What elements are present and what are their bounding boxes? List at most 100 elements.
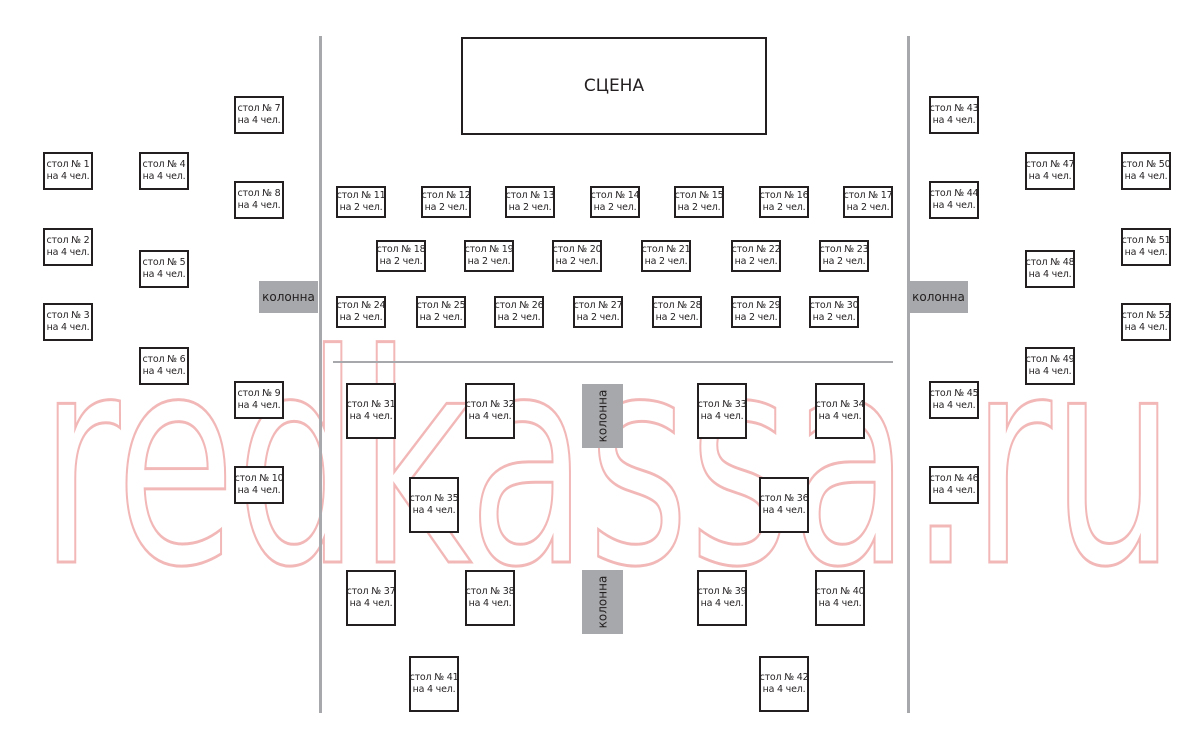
table-seats: на 4 чел. (818, 598, 862, 609)
column-center-top: колонна (582, 384, 623, 448)
stage: СЦЕНА (461, 37, 767, 135)
table-number: стол № 21 (641, 244, 691, 255)
table-number: стол № 27 (573, 300, 623, 311)
table-seats: на 4 чел. (412, 505, 456, 516)
table-number: стол № 36 (759, 493, 809, 504)
table-number: стол № 26 (494, 300, 544, 311)
table-seats: на 2 чел. (655, 312, 699, 323)
table-seats: на 4 чел. (762, 505, 806, 516)
table-number: стол № 4 (142, 159, 186, 170)
table-number: стол № 28 (652, 300, 702, 311)
divider-line (333, 361, 893, 363)
column-label: колонна (595, 575, 610, 629)
table-seats: на 4 чел. (349, 411, 393, 422)
table-number: стол № 42 (759, 672, 809, 683)
table-seats: на 2 чел. (339, 202, 383, 213)
table-seats: на 4 чел. (46, 247, 90, 258)
table-number: стол № 19 (464, 244, 514, 255)
table-seats: на 2 чел. (822, 256, 866, 267)
table-seats: на 4 чел. (237, 400, 281, 411)
column-center-bottom: колонна (582, 570, 623, 634)
table-number: стол № 22 (731, 244, 781, 255)
table-number: стол № 1 (46, 159, 90, 170)
table-seats: на 4 чел. (762, 684, 806, 695)
column-label: колонна (912, 290, 965, 304)
table-number: стол № 32 (465, 399, 515, 410)
table-seats: на 4 чел. (1124, 247, 1168, 258)
table-number: стол № 48 (1025, 257, 1075, 268)
table-seats: на 2 чел. (762, 202, 806, 213)
table-number: стол № 17 (843, 190, 893, 201)
column-label: колонна (262, 290, 315, 304)
table-seats: на 4 чел. (932, 200, 976, 211)
table-seats: на 2 чел. (419, 312, 463, 323)
table-seats: на 4 чел. (412, 684, 456, 695)
table-seats: на 2 чел. (812, 312, 856, 323)
table-seats: на 2 чел. (339, 312, 383, 323)
column-left: колонна (259, 281, 318, 313)
table-seats: на 4 чел. (1028, 269, 1072, 280)
table-number: стол № 30 (809, 300, 859, 311)
table-seats: на 4 чел. (237, 200, 281, 211)
table-number: стол № 8 (237, 188, 281, 199)
table-seats: на 4 чел. (142, 269, 186, 280)
table-number: стол № 2 (46, 235, 90, 246)
table-number: стол № 43 (929, 103, 979, 114)
table-number: стол № 25 (416, 300, 466, 311)
table-seats: на 2 чел. (497, 312, 541, 323)
table-number: стол № 38 (465, 586, 515, 597)
